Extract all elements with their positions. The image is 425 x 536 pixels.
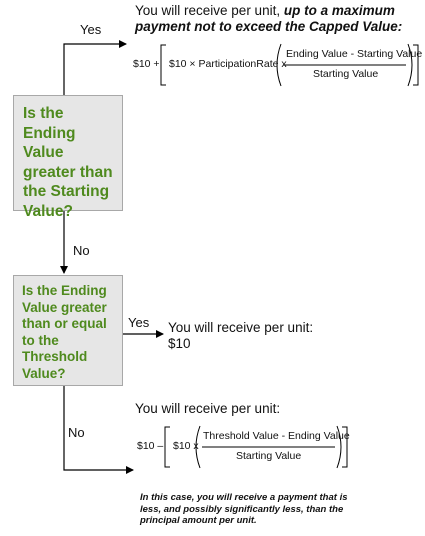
outcome-principal: You will receive per unit: $10 (168, 320, 313, 352)
formula-numerator: Ending Value - Starting Value (286, 48, 423, 60)
outcome-loss: You will receive per unit: (135, 401, 281, 416)
formula-numerator: Threshold Value - Ending Value (203, 430, 350, 442)
decision-ending-vs-threshold: Is the Ending Value greater than or equa… (13, 275, 123, 386)
note-line: In this case, you will receive a payment… (140, 492, 348, 503)
decision-line: Value? (22, 365, 66, 381)
formula-inner: $10 x (173, 440, 199, 452)
formula-capped: $10 + $10 × ParticipationRate x Ending V… (133, 38, 423, 92)
note-line: less, and possibly significantly less, t… (140, 503, 344, 515)
decision-line: Ending (23, 124, 76, 142)
outcome-text: You will receive per unit: (168, 320, 314, 335)
decision-ending-vs-starting: Is the Ending Value greater than the Sta… (13, 95, 123, 220)
outcome-capped: You will receive per unit, up to a maxim… (135, 3, 420, 35)
yes-top-connector (63, 40, 127, 95)
formula-inner: $10 × ParticipationRate x (169, 58, 287, 70)
formula-denominator: Starting Value (236, 450, 302, 462)
decision-line: greater than (23, 163, 113, 181)
decision-line: to the (22, 332, 59, 348)
formula-prefix: $10 – (137, 440, 164, 452)
outcome-text: You will receive per unit, (135, 3, 284, 18)
decision-line: the Starting (23, 183, 110, 200)
decision-line: Value (23, 144, 64, 161)
decision-line: Is the Ending (22, 283, 107, 298)
formula-brackets (164, 425, 348, 469)
formula-prefix: $10 + (133, 58, 160, 70)
loss-note: In this case, you will receive a payment… (140, 492, 420, 527)
decision-line: than or equal (22, 316, 107, 331)
decision-line: Is the (23, 105, 64, 122)
no-bottom-connector (63, 386, 134, 474)
label-yes-top: Yes (80, 22, 102, 37)
outcome-emphasis: up to a maximum (283, 3, 395, 18)
decision-line: Threshold (22, 349, 88, 364)
outcome-emphasis: payment not to exceed the Capped Value: (135, 19, 403, 34)
note-line: principal amount per unit. (140, 515, 257, 526)
decision-line: Value? (23, 202, 73, 220)
outcome-amount: $10 (168, 336, 191, 351)
formula-denominator: Starting Value (313, 68, 379, 80)
decision-line: Value greater (22, 299, 107, 315)
formula-brackets (160, 43, 419, 87)
label-yes-mid: Yes (128, 315, 150, 330)
formula-loss: $10 – $10 x Threshold Value - Ending Val… (137, 423, 352, 471)
label-no-first: No (73, 243, 90, 258)
label-no-bottom: No (68, 425, 85, 440)
